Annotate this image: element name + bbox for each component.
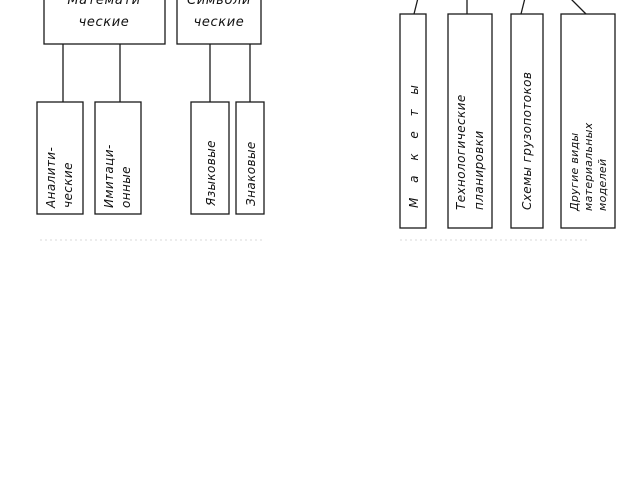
language-box bbox=[190, 101, 230, 215]
imitation-label-line2: онные bbox=[119, 166, 133, 208]
mathematical-label-line1: Математи bbox=[67, 0, 140, 8]
symbolic-box bbox=[176, 0, 262, 45]
other-models-label-line1: Другие виды bbox=[568, 132, 581, 212]
cargo-flows-label: Схемы грузопотоков bbox=[520, 72, 534, 210]
sign-box bbox=[235, 101, 265, 215]
tech-layouts-label-line1: Технологические bbox=[454, 94, 468, 210]
mathematical-group: Математи ческие Аналити- ческие Имитаци-… bbox=[36, 0, 166, 215]
imitation-label-line1: Имитаци- bbox=[102, 144, 116, 208]
symbolic-group: Символи ческие Языковые Знаковые bbox=[176, 0, 265, 215]
analytical-box bbox=[36, 101, 84, 215]
mathematical-label-line2: ческие bbox=[79, 15, 130, 30]
stem-flows bbox=[520, 0, 526, 15]
stem-models bbox=[413, 0, 419, 15]
symbolic-label-line2: ческие bbox=[194, 15, 245, 30]
mathematical-box bbox=[43, 0, 166, 45]
other-models-label-line2: материальных bbox=[582, 122, 595, 211]
tech-layouts-box bbox=[447, 13, 493, 229]
language-label: Языковые bbox=[204, 140, 218, 207]
analytical-label-line2: ческие bbox=[61, 162, 75, 208]
models-label: М а к е т ы bbox=[407, 80, 421, 208]
other-models-box bbox=[560, 13, 616, 229]
symbolic-label-line1: Символи bbox=[187, 0, 251, 8]
analytical-label-line1: Аналити- bbox=[44, 147, 58, 209]
sign-label: Знаковые bbox=[244, 141, 258, 206]
other-models-label-line3: моделей bbox=[596, 159, 609, 211]
material-group: М а к е т ы Технологические планировки С… bbox=[399, 0, 616, 229]
models-box bbox=[399, 13, 427, 229]
tech-layouts-label-line2: планировки bbox=[472, 130, 486, 210]
stem-other bbox=[571, 0, 587, 15]
imitation-box bbox=[94, 101, 142, 215]
cargo-flows-box bbox=[510, 13, 544, 229]
